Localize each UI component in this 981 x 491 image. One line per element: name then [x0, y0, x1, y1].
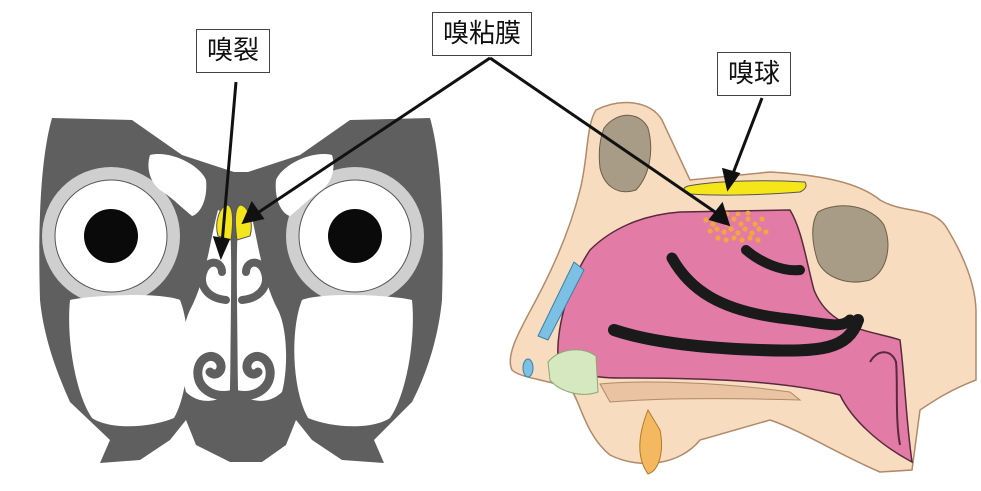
arrow-bulb-line: [732, 98, 762, 176]
sphenoid-sinus: [813, 206, 888, 282]
left-maxillary-sinus: [69, 295, 188, 426]
frontal-sinus: [599, 115, 650, 192]
coronal-section: [39, 118, 442, 463]
nasal-tip-blue: [523, 359, 533, 377]
label-olfactory-bulb: 嗅球: [717, 52, 791, 96]
nasal-vestibule-green: [548, 350, 598, 395]
label-olfactory-mucosa: 嗅粘膜: [432, 12, 532, 56]
sagittal-section: [510, 103, 976, 474]
right-maxillary-sinus: [294, 295, 413, 426]
label-olfactory-fissure: 嗅裂: [196, 29, 270, 73]
